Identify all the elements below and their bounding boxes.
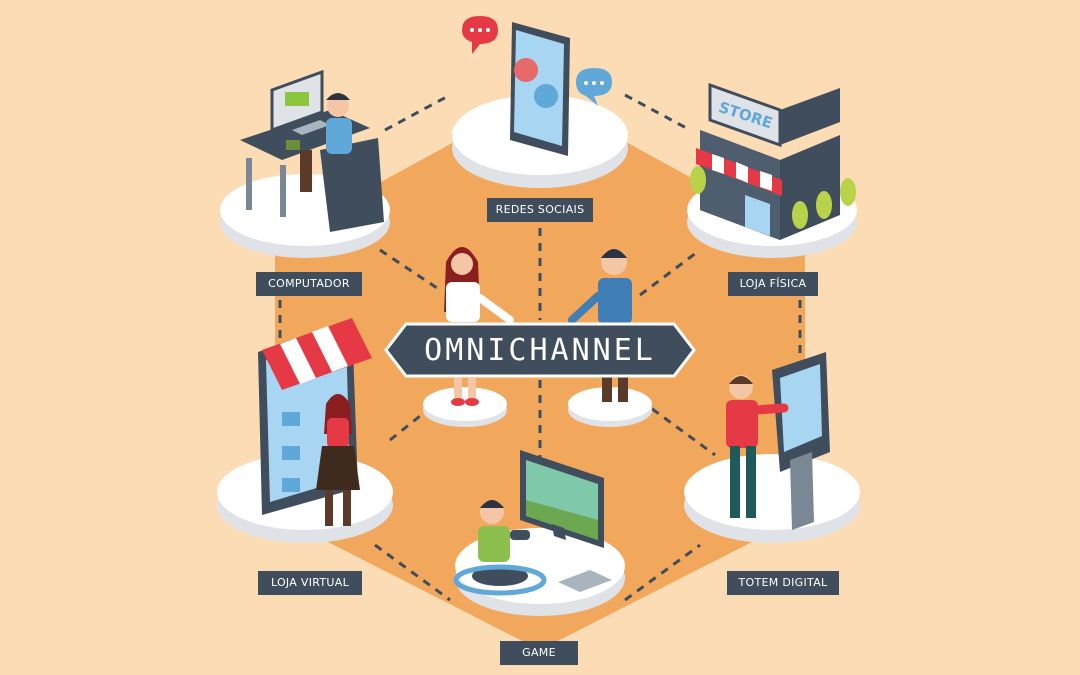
label-redes-sociais: REDES SOCIAIS <box>487 198 593 222</box>
omnichannel-banner <box>384 322 696 378</box>
smartphone-icon <box>462 16 612 156</box>
label-game: GAME <box>500 641 578 665</box>
game-console-icon <box>453 450 612 596</box>
omnichannel-title: OMNICHANNEL <box>424 332 656 368</box>
kiosk-icon <box>726 352 830 530</box>
woman-figure-icon <box>444 247 514 406</box>
computer-desk-icon <box>240 69 384 232</box>
label-computador: COMPUTADOR <box>256 272 362 296</box>
label-totem-digital: TOTEM DIGITAL <box>727 571 839 595</box>
virtual-store-icon <box>258 318 372 526</box>
man-figure-icon <box>568 249 632 402</box>
label-loja-fisica: LOJA FÍSICA <box>728 272 818 296</box>
store-building-icon: STORE <box>690 82 856 240</box>
label-loja-virtual: LOJA VIRTUAL <box>258 571 362 595</box>
connector-lines <box>278 93 802 602</box>
